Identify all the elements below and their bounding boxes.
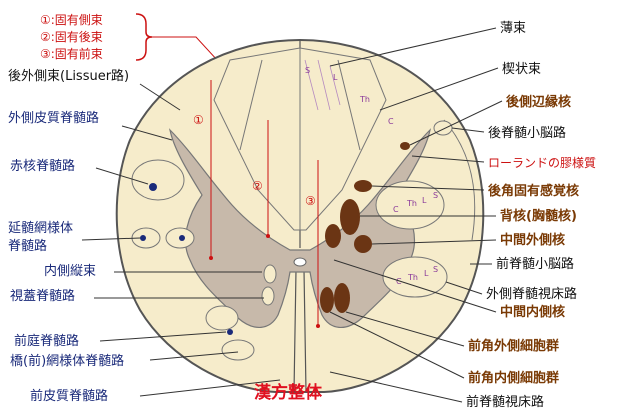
label-intermediolateral-nucleus: 中間外側核 <box>500 232 565 248</box>
lateral-corticospinal-right <box>375 180 445 230</box>
tract-c-lateral: C <box>393 205 399 214</box>
label-mlf: 内側縦束 <box>44 263 96 279</box>
intermediolateral-nucleus-b <box>354 235 372 253</box>
anterior-horn-lateral <box>334 283 350 313</box>
label-medullary-reticulospinal-1: 延髄網様体 <box>8 221 73 236</box>
label-vestibulospinal: 前庭脊髄路 <box>14 333 79 349</box>
label-anterior-spinocerebellar: 前脊髄小脳路 <box>496 256 574 272</box>
tract-s-lateral: S <box>433 191 438 200</box>
label-anterior-spinothalamic: 前脊髄視床路 <box>466 394 544 410</box>
label-pontine-reticulospinal: 橋(前)網様体脊髄路 <box>10 353 124 369</box>
label-posteromarginal-nucleus: 後側辺縁核 <box>506 94 571 110</box>
tract-s-spinothalamic: S <box>433 265 438 274</box>
reticulospinal-dot-b <box>179 235 185 241</box>
tract-th-lateral: Th <box>406 199 417 208</box>
vestibulospinal-dot <box>227 329 233 335</box>
reticulospinal-dot-a <box>140 235 146 241</box>
nucleus-proprius <box>354 180 372 192</box>
pontine-reticulospinal-region <box>221 339 255 361</box>
dorsal-divider-right <box>337 59 361 151</box>
anterior-horn-medial-a <box>320 287 334 313</box>
tract-c-spinothalamic: C <box>396 277 402 286</box>
left-labels: 後外側束(Lissuer路) 外側皮質脊髄路 赤核脊髄路 延髄網様体 脊髄路 内… <box>8 68 281 404</box>
label-anterior-corticospinal: 前皮質脊髄路 <box>30 388 108 404</box>
tract-l-lateral: L <box>422 196 427 205</box>
posteromarginal-nucleus <box>400 142 410 150</box>
tract-l-dorsal: L <box>333 73 338 82</box>
dorsal-divider-left <box>239 59 263 151</box>
label-lissauer-tract: 後外側束(Lissuer路) <box>8 68 129 84</box>
legend-brace <box>135 13 153 61</box>
posterior-spinocerebellar-spot <box>433 120 453 136</box>
label-dorsal-nucleus: 背核(胸髄核) <box>500 208 577 224</box>
intermediolateral-nucleus-a <box>325 224 341 248</box>
label-tectospinal: 視蓋脊髄路 <box>10 288 75 304</box>
mlf-region <box>263 264 277 284</box>
legend-item-1: ①:固有側束 <box>40 13 103 27</box>
grey-matter <box>169 128 431 328</box>
label-posterior-spinocerebellar: 後脊髄小脳路 <box>488 125 566 141</box>
anterior-fissure <box>293 269 307 393</box>
red-dot-2 <box>266 234 270 238</box>
tract-c-dorsal: C <box>388 117 394 126</box>
label-medullary-reticulospinal-2: 脊髄路 <box>8 238 47 254</box>
label-cuneate-fasciculus: 楔状束 <box>502 62 541 77</box>
label-lateral-spinothalamic: 外側脊髄視床路 <box>486 286 577 302</box>
label-substantia-gelatinosa: ローランドの膠様質 <box>488 155 596 170</box>
dorsal-column-right <box>299 47 387 231</box>
legend-item-2: ②:固有後束 <box>40 30 103 44</box>
vestibulospinal-region <box>205 305 239 331</box>
marker-1: ① <box>193 113 204 127</box>
label-gracile-fasciculus: 薄束 <box>500 21 526 36</box>
dorsal-tract-lines <box>304 59 341 111</box>
dorsal-nucleus <box>340 199 360 235</box>
marker-3: ③ <box>305 194 316 208</box>
central-canal <box>293 257 307 267</box>
tract-s-dorsal: S <box>305 66 310 75</box>
spinothalamic-region-right <box>382 256 448 298</box>
brand-text: 漢方整体 <box>254 382 323 403</box>
label-intermediomedial-nucleus: 中間内側核 <box>500 304 565 320</box>
tract-l-spinothalamic: L <box>424 269 429 278</box>
tract-th-dorsal: Th <box>359 95 370 104</box>
rubrospinal-dot <box>149 183 157 191</box>
label-anterior-horn-medial-group: 前角内側細胞群 <box>468 370 559 386</box>
label-anterior-horn-lateral-group: 前角外側細胞群 <box>468 338 559 354</box>
right-labels: 薄束 楔状束 後側辺縁核 後脊髄小脳路 ローランドの膠様質 後角固有感覚核 背核… <box>329 21 596 410</box>
label-lateral-corticospinal: 外側皮質脊髄路 <box>8 110 99 126</box>
rubrospinal-region <box>131 159 185 201</box>
legend-item-3: ③:固有前束 <box>40 46 103 61</box>
label-rubrospinal: 赤核脊髄路 <box>10 158 75 174</box>
red-dot-1 <box>209 256 213 260</box>
tract-th-spinothalamic: Th <box>407 273 418 282</box>
label-nucleus-proprius: 後角固有感覚核 <box>488 183 579 199</box>
marker-2: ② <box>252 179 263 193</box>
red-dot-3 <box>316 324 320 328</box>
tectospinal-region <box>261 286 275 306</box>
